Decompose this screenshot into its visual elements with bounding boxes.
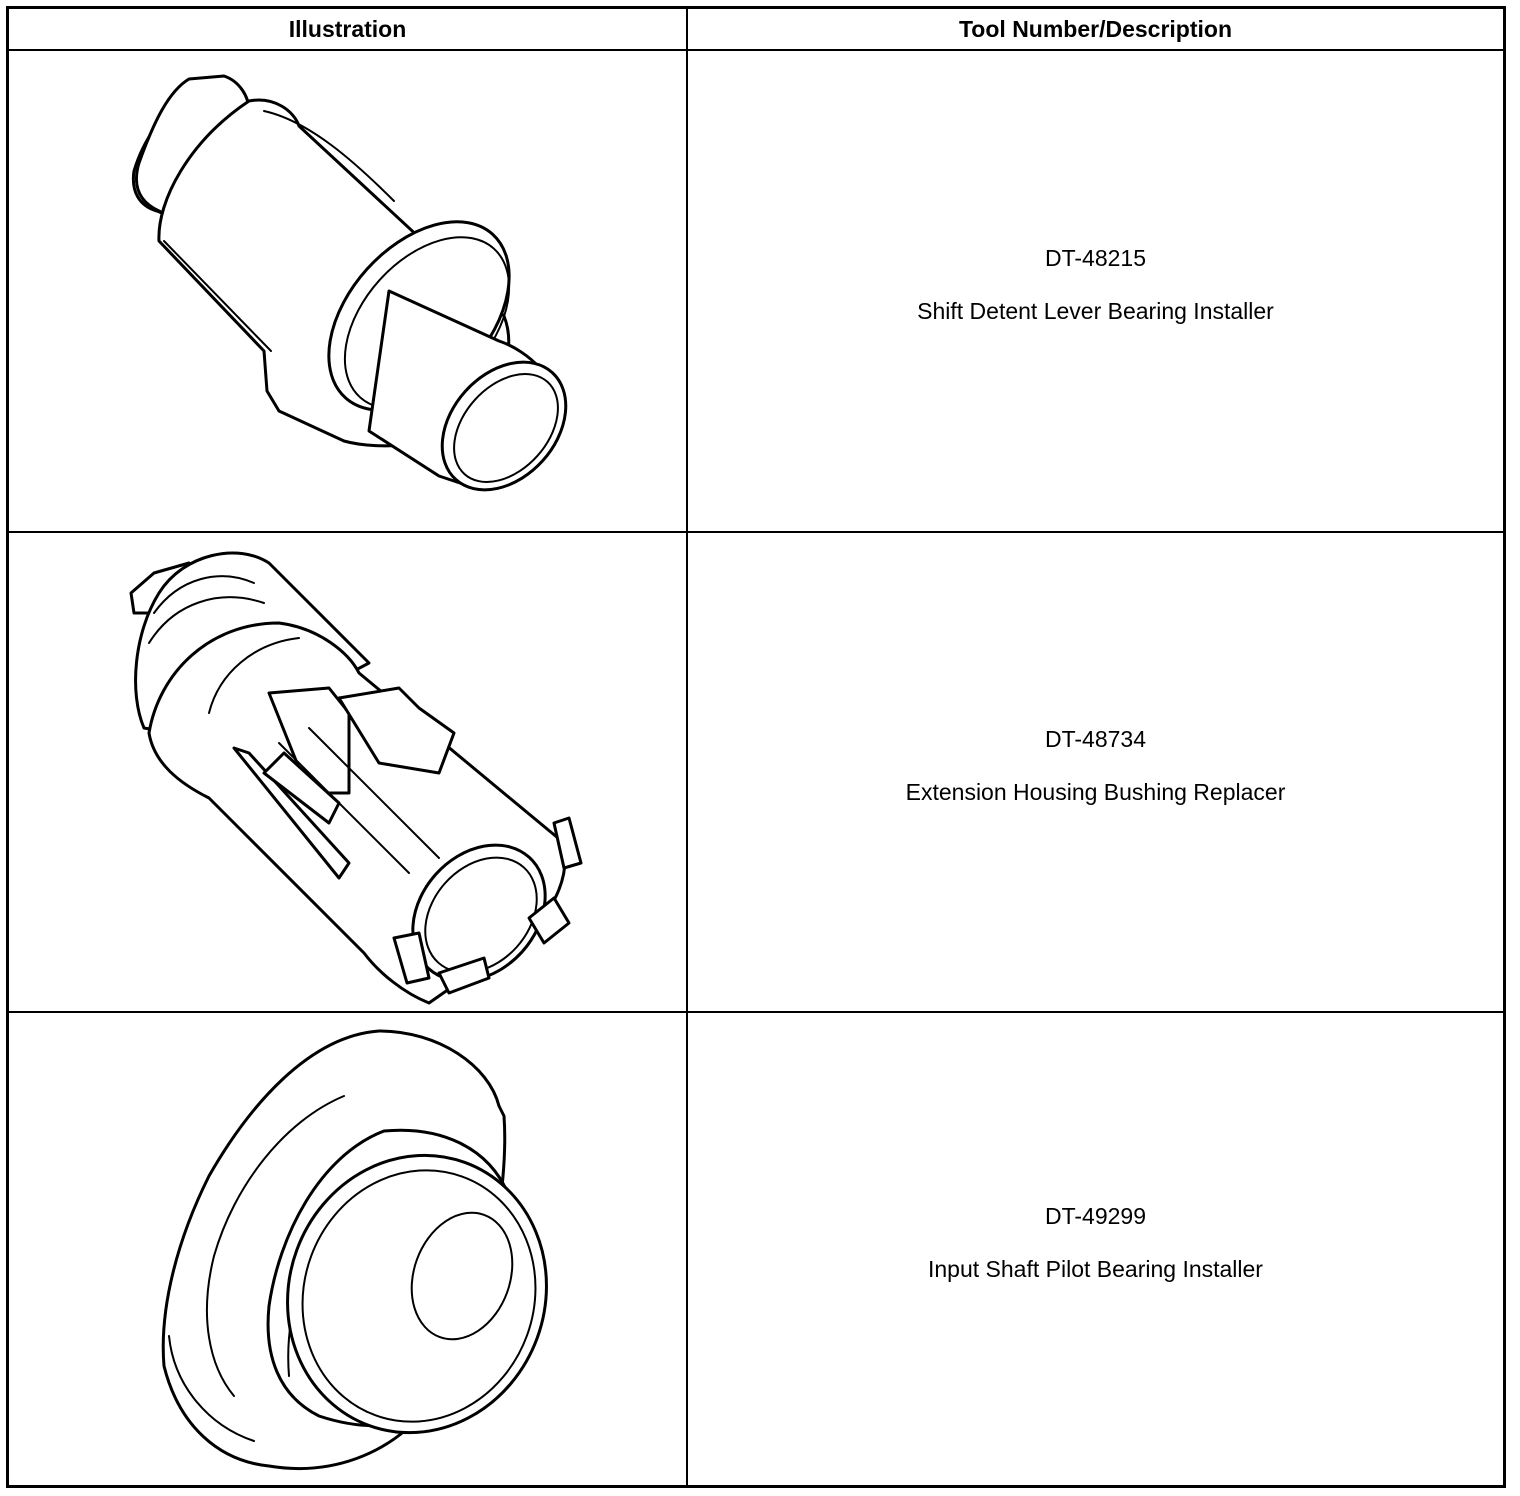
tool-number: DT-48734 — [1044, 726, 1146, 752]
header-illustration: Illustration — [9, 9, 688, 49]
illustration-cell — [9, 533, 688, 1011]
tool-description: Extension Housing Bushing Replacer — [905, 779, 1286, 805]
description-cell: DT-48734 Extension Housing Bushing Repla… — [688, 533, 1503, 1011]
tool-description: Shift Detent Lever Bearing Installer — [917, 298, 1274, 324]
tool-number: DT-49299 — [1044, 1203, 1146, 1229]
special-tools-table: Illustration Tool Number/Description — [6, 6, 1506, 1488]
table-row: DT-48734 Extension Housing Bushing Repla… — [9, 531, 1503, 1011]
bearing-installer-icon — [131, 74, 568, 492]
table-row: DT-48215 Shift Detent Lever Bearing Inst… — [9, 51, 1503, 531]
header-tool-number-description: Tool Number/Description — [958, 15, 1233, 42]
illustration-cell — [9, 51, 688, 531]
illustration-cell — [9, 1013, 688, 1485]
tool-description: Input Shaft Pilot Bearing Installer — [928, 1256, 1263, 1282]
tool-number: DT-48215 — [1044, 245, 1146, 271]
table-row: DT-49299 Input Shaft Pilot Bearing Insta… — [9, 1011, 1503, 1485]
bushing-replacer-icon — [129, 551, 583, 1005]
description-cell: DT-48215 Shift Detent Lever Bearing Inst… — [688, 51, 1503, 531]
pilot-bearing-installer-icon — [161, 1029, 548, 1470]
table-header-row: Illustration Tool Number/Description — [9, 9, 1503, 51]
description-cell: DT-49299 Input Shaft Pilot Bearing Insta… — [688, 1013, 1503, 1485]
